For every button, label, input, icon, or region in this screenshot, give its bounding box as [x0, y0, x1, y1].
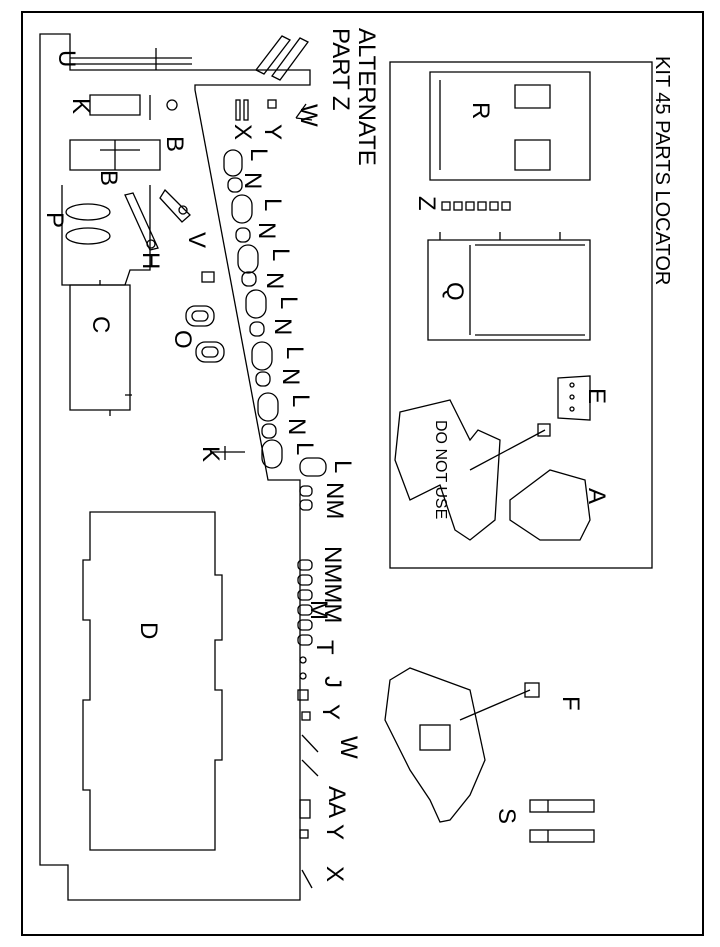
label-x-top: X [229, 124, 256, 141]
label-a: A [583, 488, 610, 505]
part-d [82, 511, 223, 851]
label-nm: NM [321, 482, 348, 520]
label-p: P [41, 212, 68, 229]
label-o: O [169, 330, 196, 349]
main-sheet-outline [39, 33, 311, 901]
label-q: Q [441, 282, 468, 301]
label-y-bottom: Y [321, 824, 348, 841]
part-v [159, 188, 191, 223]
label-l-2: L [259, 198, 286, 212]
locator-title: KIT 45 PARTS LOCATOR [651, 56, 673, 286]
part-o [185, 305, 215, 327]
label-l-4: L [275, 296, 302, 310]
label-k-2: K [197, 446, 224, 463]
label-l-1: L [245, 148, 272, 162]
label-u: U [53, 50, 80, 68]
label-l-6: L [287, 394, 314, 408]
part-c [69, 284, 131, 411]
part-z-row [441, 201, 511, 211]
ring-column [223, 149, 283, 469]
label-n-6: N [283, 418, 310, 436]
part-b [69, 139, 161, 171]
label-h: H [137, 252, 164, 270]
label-f: F [557, 696, 584, 711]
part-k-small [210, 446, 245, 460]
part-a [509, 469, 591, 541]
label-e: E [583, 388, 610, 405]
label-aa: AA [323, 786, 350, 819]
label-b-2: B [95, 170, 122, 187]
label-j: J [319, 676, 346, 688]
part-k [89, 94, 141, 116]
label-z: Z [413, 196, 440, 211]
alternate-label-line2: PART Z [327, 28, 354, 111]
lower-part-column [297, 457, 327, 889]
label-x-bottom: X [321, 866, 348, 883]
part-h [124, 192, 159, 251]
label-k-1: K [67, 98, 94, 115]
label-s: S [493, 808, 520, 825]
label-v: V [183, 232, 210, 249]
label-w-top: W [295, 104, 322, 127]
part-r [429, 71, 591, 181]
label-y-mid: Y [317, 704, 344, 721]
label-m: M [305, 600, 332, 620]
page-border [21, 11, 704, 936]
label-n-5: N [277, 368, 304, 386]
label-d: D [135, 622, 162, 640]
label-n-2: N [253, 222, 280, 240]
label-t: T [311, 640, 338, 655]
label-b-1: B [161, 136, 188, 153]
label-l-5: L [281, 346, 308, 360]
part-e [557, 375, 591, 421]
part-w-top [295, 103, 313, 121]
part-f [384, 667, 486, 823]
label-n-3: N [261, 272, 288, 290]
label-n-1: N [239, 172, 266, 190]
label-l-8: L [329, 460, 356, 474]
do-not-use-part [394, 399, 501, 541]
part-s [529, 799, 595, 813]
label-l-7: L [291, 442, 318, 456]
label-n-4: N [269, 318, 296, 336]
label-w-mid: W [335, 736, 362, 759]
alternate-label-line1: ALTERNATE [353, 28, 380, 166]
label-c: C [87, 316, 114, 334]
label-l-3: L [267, 248, 294, 262]
part-q [427, 239, 591, 341]
label-y-top: Y [259, 124, 286, 141]
label-r: R [467, 102, 494, 120]
part-p [65, 203, 111, 221]
panel-frame [389, 61, 653, 569]
do-not-use-text: DO NOT USE [432, 420, 449, 520]
alternate-part-z [255, 35, 291, 75]
